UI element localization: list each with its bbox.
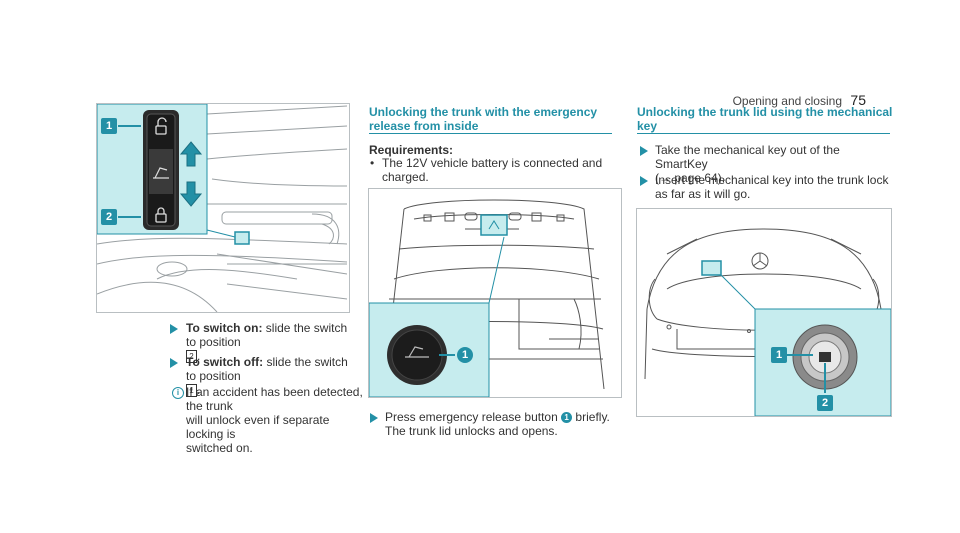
title-line: Unlocking the trunk with the emergency <box>369 105 598 119</box>
interior-switch-illustration: 1 2 <box>96 103 350 313</box>
step-switch-on: To switch on: slide the switch to positi… <box>186 321 356 364</box>
note-line: will unlock even if separate locking is <box>186 413 330 441</box>
callout-2: 2 <box>101 209 117 225</box>
step-switch-off-text: slide the switch to position <box>186 355 348 383</box>
position-ref-1: 1 <box>186 384 197 398</box>
section-rule <box>369 133 612 134</box>
req-line: The 12V vehicle battery is connected and <box>382 156 603 170</box>
bullet-arrow-icon <box>170 358 178 368</box>
requirements-label: Requirements: <box>369 143 453 157</box>
callout-1: 1 <box>771 347 787 363</box>
lock-icon <box>155 207 167 223</box>
step-switch-on-text: slide the switch to position <box>186 321 348 349</box>
inline-callout-1: 1 <box>561 412 573 424</box>
bullet-arrow-icon <box>370 413 378 423</box>
car-rear-drawing <box>644 228 891 416</box>
bullet-arrow-icon <box>170 324 178 334</box>
period: . <box>197 383 201 397</box>
section-rule <box>637 133 890 134</box>
period: . <box>197 349 201 363</box>
arrow-down-icon <box>179 181 203 207</box>
step-result: The trunk lid unlocks and opens. <box>385 424 558 438</box>
step-text: briefly. <box>572 410 610 424</box>
title-line: Unlocking the trunk lid using the mechan… <box>637 105 893 119</box>
note-line: switched on. <box>186 441 253 455</box>
callout-2: 2 <box>817 395 833 411</box>
trunk-interior-illustration: 1 <box>368 188 622 398</box>
interior-console-drawing <box>97 104 348 312</box>
step-switch-on-label: To switch on: <box>186 321 263 335</box>
bullet-arrow-icon <box>640 176 648 186</box>
step-take-key: Take the mechanical key out of the Smart… <box>655 143 895 185</box>
trunk-drawing <box>369 199 605 397</box>
section-title-emergency-release: Unlocking the trunk with the emergency r… <box>369 105 609 133</box>
trunk-icon <box>153 167 169 179</box>
step-line: (→ page 64). <box>655 171 726 185</box>
trunk-release-icon <box>405 346 429 358</box>
step-line: Insert the mechanical key into the trunk… <box>655 173 889 187</box>
section-title-mechanical-key: Unlocking the trunk lid using the mechan… <box>637 105 897 133</box>
step-text: Press emergency release button <box>385 410 562 424</box>
bullet-arrow-icon <box>640 146 648 156</box>
step-switch-off: To switch off: slide the switch to posit… <box>186 355 356 398</box>
step-line: Take the mechanical key out of the Smart… <box>655 143 840 171</box>
step-insert-key: Insert the mechanical key into the trunk… <box>655 173 895 201</box>
arrow-up-icon <box>179 141 203 167</box>
trunk-lock-illustration: 1 2 <box>636 208 892 417</box>
requirement-text: The 12V vehicle battery is connected and… <box>382 156 612 184</box>
callout-1: 1 <box>457 347 473 363</box>
callout-1: 1 <box>101 118 117 134</box>
note-line: If an accident has been detected, the tr… <box>186 385 363 413</box>
position-ref-2: 2 <box>186 350 197 364</box>
requirements-heading: Requirements: <box>369 143 454 157</box>
req-line: charged. <box>382 170 429 184</box>
info-icon: i <box>172 387 184 399</box>
step-press-release: Press emergency release button 1 briefly… <box>385 410 625 438</box>
step-line: as far as it will go. <box>655 187 751 201</box>
title-line: release from inside <box>369 119 479 133</box>
accident-note: If an accident has been detected, the tr… <box>186 385 366 455</box>
unlock-icon <box>155 117 167 135</box>
requirement-bullet: • <box>370 156 375 170</box>
chapter-title: Opening and closing <box>732 94 842 108</box>
step-switch-off-label: To switch off: <box>186 355 264 369</box>
title-line: key <box>637 119 658 133</box>
page-number: 75 <box>850 92 866 108</box>
